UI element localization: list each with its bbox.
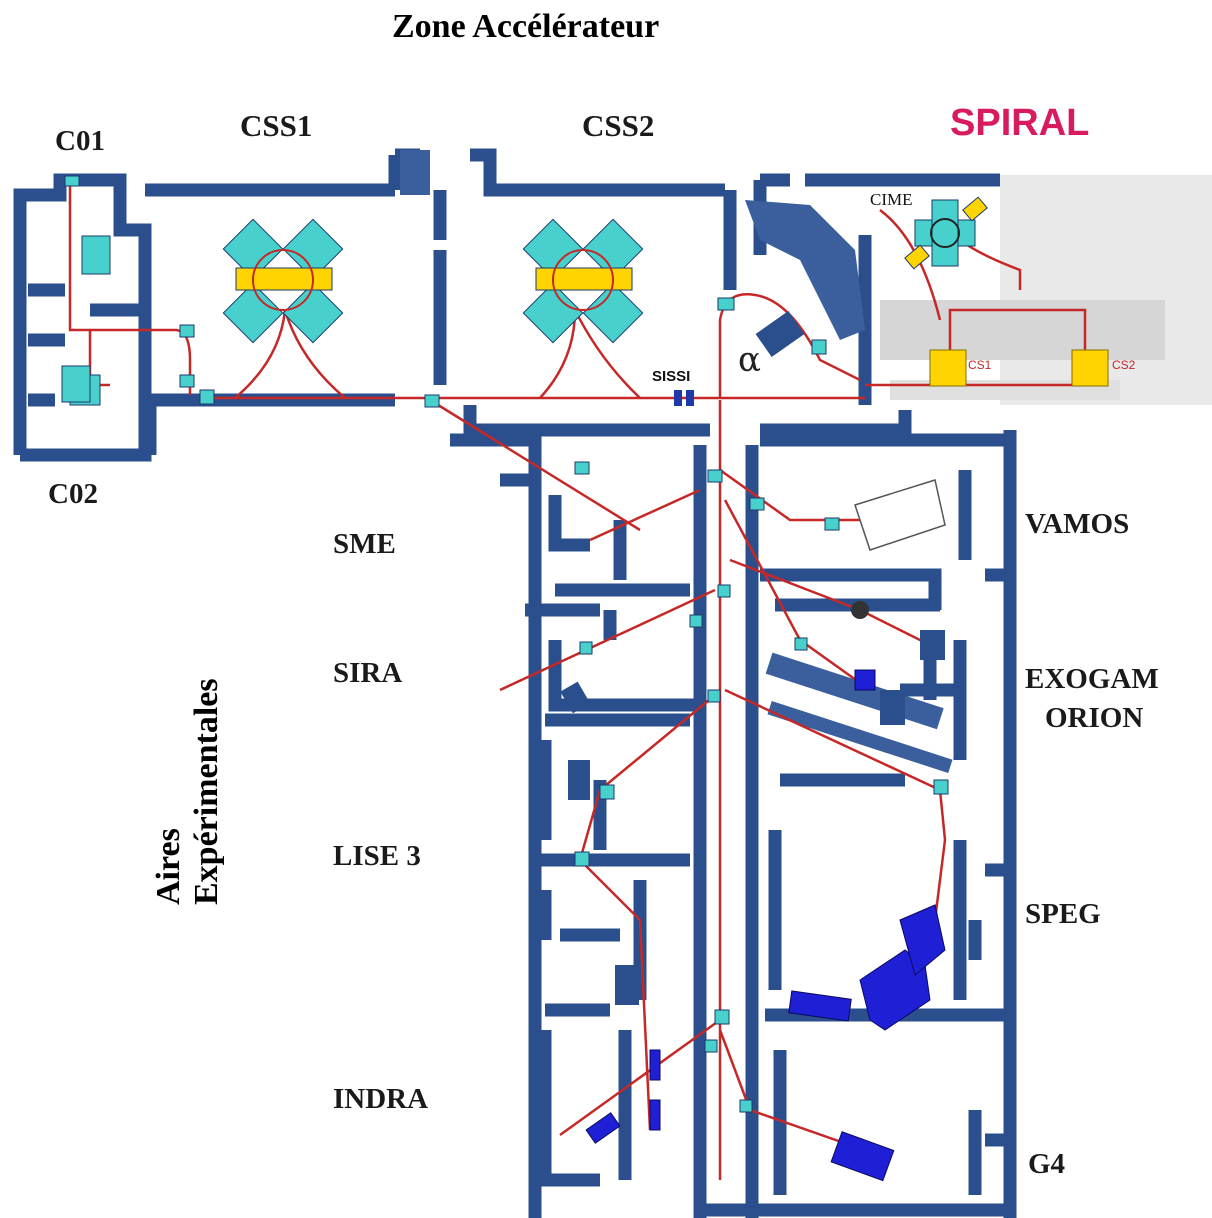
label-vamos: VAMOS [1025,508,1130,540]
beamline-speg [724,688,947,961]
cime-cyclotron [904,196,988,270]
label-cime: CIME [870,190,913,209]
wall-sme [450,433,690,597]
beamline-spiral [865,209,1087,387]
label-cs2: CS2 [1112,358,1136,372]
shielding-blocks [400,150,953,774]
beamline-css1 [234,309,346,399]
wall-sira [525,603,695,712]
side-label-line1: Aires [150,828,187,905]
wall-css1-left [143,393,395,455]
label-spiral: SPIRAL [950,102,1090,144]
label-lise3: LISE 3 [333,840,421,872]
c01-cyclotron [61,235,111,403]
label-sira: SIRA [333,657,403,689]
sissi-device [674,390,694,406]
beamline-c01 [68,180,110,387]
label-c01: C01 [55,125,105,157]
beamline-sira [499,588,716,692]
vamos-spectrometer [854,479,946,551]
label-speg: SPEG [1025,898,1101,930]
label-cs1: CS1 [968,358,992,372]
label-sme: SME [333,528,396,560]
beamline-vamos [719,468,860,522]
wall-indra [538,1003,632,1187]
css1-cyclotron [222,218,344,344]
label-alpha: α [738,340,761,380]
wall-lise [538,713,690,867]
label-c02: C02 [48,478,98,510]
page-title: Zone Accélérateur [392,8,660,45]
beamline-sme [429,398,641,532]
blue-structures [560,311,945,1005]
wall-c01-c02 [13,173,152,462]
beamline-indra [559,1018,721,1137]
beamline-sme-branch [589,488,701,542]
label-sissi: SISSI [652,368,691,385]
wall-vamos [760,470,1010,610]
wall-css-bottom [463,405,912,437]
exogam-array [851,601,869,619]
wall-c01-inner [28,283,145,407]
label-css1: CSS1 [240,108,313,143]
side-label: Aires Expérimentales [150,678,226,905]
label-g4: G4 [1028,1148,1066,1180]
wall-speg [768,773,1010,1000]
detectors [585,669,946,1182]
side-label-line2: Expérimentales [188,678,225,905]
label-css2: CSS2 [582,108,655,143]
cs-ion-sources [929,349,1109,387]
label-exogam: EXOGAM [1025,663,1159,695]
label-orion: ORION [1045,702,1144,734]
label-indra: INDRA [333,1083,429,1115]
css2-cyclotron [522,218,644,344]
beam-elements [64,175,949,1113]
